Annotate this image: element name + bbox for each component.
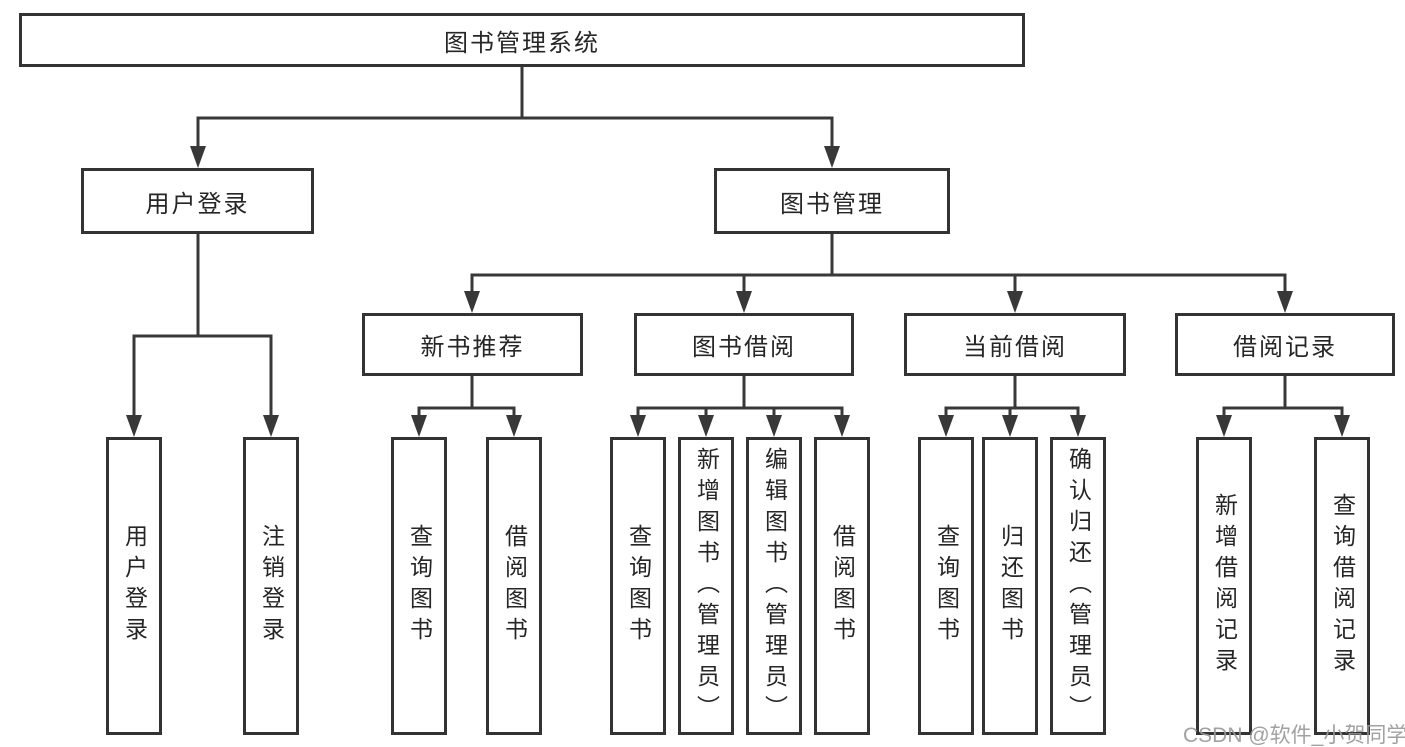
leaf-query-borrow-record: 查询借阅记录	[1314, 437, 1370, 735]
arrow-leaf-query-borrow	[630, 415, 646, 437]
leaf-add-borrow-record: 新增借阅记录	[1196, 437, 1252, 735]
arrow-leaf-query-record	[1334, 415, 1350, 437]
book-management-split-connector	[470, 232, 1287, 296]
leaf-return-books: 归还图书	[982, 437, 1038, 735]
arrow-borrow-records	[1277, 291, 1293, 313]
leaf-query-books-borrow: 查询图书	[610, 437, 666, 735]
node-borrow-records: 借阅记录	[1175, 313, 1395, 376]
arrow-book-management	[824, 146, 840, 168]
node-user-login: 用户登录	[81, 168, 314, 234]
connector-paths	[132, 65, 1344, 420]
arrow-leaf-user-login	[126, 415, 142, 437]
arrow-leaf-confirm-return	[1070, 415, 1086, 437]
records-split-connector	[1222, 374, 1344, 420]
leaf-logout-login: 注销登录	[243, 437, 299, 735]
node-book-borrow: 图书借阅	[634, 313, 854, 376]
arrowheads	[126, 146, 1350, 437]
leaf-confirm-return-admin: 确认归还（管理员）	[1050, 437, 1106, 735]
arrow-leaf-add-record	[1216, 415, 1232, 437]
arrow-leaf-edit-books	[766, 415, 782, 437]
watermark: CSDN @软件_小贺同学	[1183, 724, 1405, 747]
node-new-book-recommend: 新书推荐	[362, 313, 583, 376]
arrow-new-book-recommend	[464, 291, 480, 313]
leaf-edit-books-admin: 编辑图书（管理员）	[746, 437, 802, 735]
leaf-borrow-books: 借阅图书	[814, 437, 870, 735]
current-split-connector	[944, 374, 1080, 420]
leaf-borrow-books-recommend: 借阅图书	[486, 437, 542, 735]
arrow-leaf-query-recommend	[411, 415, 427, 437]
arrow-leaf-return-books	[1002, 415, 1018, 437]
arrow-book-borrow	[736, 291, 752, 313]
user-login-split-connector	[132, 232, 273, 420]
node-current-borrow: 当前借阅	[904, 313, 1126, 376]
leaf-query-books-recommend: 查询图书	[391, 437, 447, 735]
arrow-current-borrow	[1007, 291, 1023, 313]
arrow-user-login	[190, 146, 206, 168]
arrow-leaf-borrow-books	[834, 415, 850, 437]
node-root: 图书管理系统	[19, 13, 1025, 67]
recommend-split-connector	[417, 374, 516, 420]
arrow-leaf-add-books	[698, 415, 714, 437]
root-to-level2-connector	[196, 65, 834, 152]
borrow-split-connector	[636, 374, 844, 420]
leaf-query-books-current: 查询图书	[918, 437, 974, 735]
arrow-leaf-borrow-recommend	[506, 415, 522, 437]
arrow-leaf-query-current	[938, 415, 954, 437]
node-book-management: 图书管理	[714, 168, 950, 234]
leaf-user-login: 用户登录	[106, 437, 162, 735]
arrow-leaf-logout	[263, 415, 279, 437]
leaf-add-books-admin: 新增图书（管理员）	[678, 437, 734, 735]
